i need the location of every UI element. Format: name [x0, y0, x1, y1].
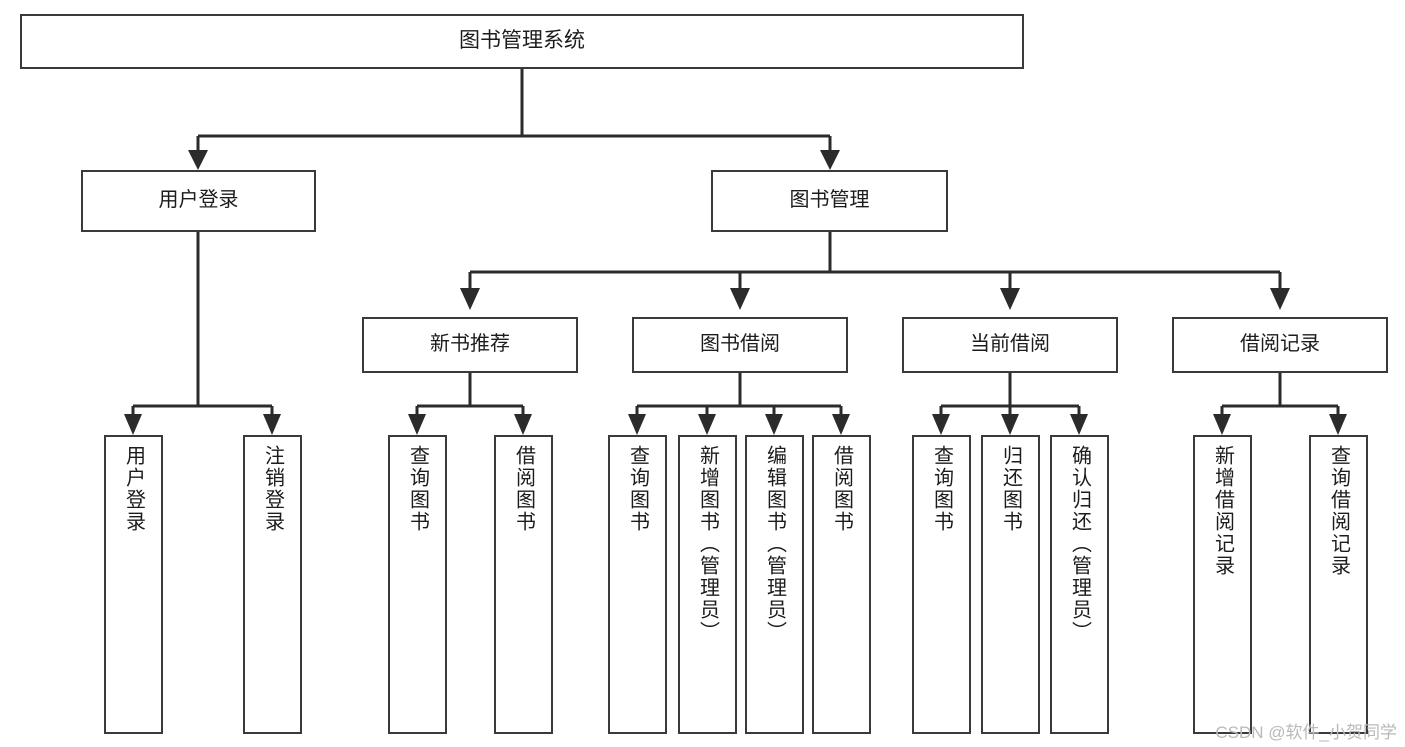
- node-borrow-record[interactable]: 借阅记录: [1172, 317, 1388, 373]
- leaf-logout-login[interactable]: 注销登录: [243, 435, 302, 734]
- node-new-book-recommend[interactable]: 新书推荐: [362, 317, 578, 373]
- node-label: 借阅图书: [512, 445, 535, 533]
- node-label: 借阅图书: [830, 445, 853, 533]
- node-label: 借阅记录: [1240, 333, 1320, 356]
- node-label: 用户登录: [158, 189, 239, 212]
- node-label: 查询图书: [406, 445, 429, 533]
- node-label: 图书管理: [789, 189, 870, 212]
- node-label: 确认归还（管理员）: [1068, 445, 1091, 643]
- node-label: 注销登录: [261, 445, 284, 533]
- leaf-add-book[interactable]: 新增图书（管理员）: [678, 435, 737, 734]
- watermark-text: CSDN @软件_小贺同学: [1215, 723, 1397, 742]
- node-label: 新书推荐: [430, 333, 510, 356]
- node-label: 图书借阅: [700, 333, 780, 356]
- node-label: 当前借阅: [970, 333, 1050, 356]
- leaf-borrow-book[interactable]: 借阅图书: [812, 435, 871, 734]
- node-label: 编辑图书（管理员）: [763, 445, 786, 643]
- node-label: 归还图书: [999, 445, 1022, 533]
- node-label: 查询图书: [930, 445, 953, 533]
- node-label: 图书管理系统: [459, 29, 585, 53]
- node-user-login[interactable]: 用户登录: [81, 170, 316, 232]
- node-label: 查询借阅记录: [1327, 445, 1350, 577]
- node-label: 新增借阅记录: [1211, 445, 1234, 577]
- leaf-return-book[interactable]: 归还图书: [981, 435, 1040, 734]
- leaf-query-borrow-record[interactable]: 查询借阅记录: [1309, 435, 1368, 734]
- leaf-confirm-return[interactable]: 确认归还（管理员）: [1050, 435, 1109, 734]
- node-book-borrow[interactable]: 图书借阅: [632, 317, 848, 373]
- leaf-user-login[interactable]: 用户登录: [104, 435, 163, 734]
- node-current-borrow[interactable]: 当前借阅: [902, 317, 1118, 373]
- leaf-add-borrow-record[interactable]: 新增借阅记录: [1193, 435, 1252, 734]
- node-label: 查询图书: [626, 445, 649, 533]
- leaf-borrow-book-recommend[interactable]: 借阅图书: [494, 435, 553, 734]
- leaf-query-book-recommend[interactable]: 查询图书: [388, 435, 447, 734]
- node-book-management[interactable]: 图书管理: [711, 170, 948, 232]
- leaf-edit-book[interactable]: 编辑图书（管理员）: [745, 435, 804, 734]
- leaf-query-book-borrow[interactable]: 查询图书: [608, 435, 667, 734]
- leaf-query-book-current[interactable]: 查询图书: [912, 435, 971, 734]
- node-root-system[interactable]: 图书管理系统: [20, 14, 1024, 69]
- node-label: 用户登录: [122, 445, 145, 533]
- node-label: 新增图书（管理员）: [696, 445, 719, 643]
